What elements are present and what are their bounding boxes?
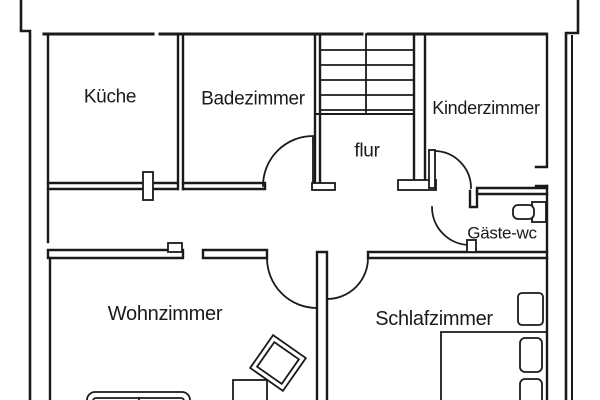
bed [440,331,547,400]
room-label-schlafzimmer: Schlafzimmer [375,308,493,330]
room-label-badezimmer: Badezimmer [201,88,305,110]
room-label-kueche: Küche [83,86,137,108]
stool [232,379,268,400]
coffee-table-inner [255,340,301,386]
gaeste-wc-door-stop [466,239,477,253]
badezimmer-door-arc [262,135,314,187]
toilet-bowl [512,204,535,220]
toilet-icon [512,201,547,223]
room-label-gaeste-wc: Gäste-wc [467,223,537,243]
wohnzimmer-door-arc [266,257,318,309]
outer-walls [19,0,580,400]
room-label-kinderzimmer: Kinderzimmer [432,98,540,118]
heater-stub [167,242,183,253]
bed-pillow-bottom [519,378,543,400]
room-label-wohnzimmer: Wohnzimmer [107,303,223,325]
wohnzimmer-furniture [86,333,308,400]
gaeste-wc-door-arc [431,206,471,246]
chimney-stub [142,171,154,201]
doors [262,135,472,309]
wall-stubs [142,149,477,253]
kinderzimmer-bottom-wall [475,184,549,196]
mid-wall-west [46,248,185,260]
gaeste-wc-left-stub [468,189,479,209]
wardrobe [517,292,544,326]
schlafzimmer-furniture [440,292,547,400]
bed-pillow-top [519,337,543,373]
badezimmer-bottom-wall [181,181,267,191]
room-label-flur: flur [354,140,380,162]
kinderzimmer-door-leaf [428,149,436,189]
kinderzimmer-door-arc [433,150,472,189]
flur-wall-foot-right [397,179,437,191]
schlafzimmer-door-arc [326,257,369,300]
outer-wall-left [19,0,32,400]
staircase [314,33,415,115]
outer-wall-right [564,0,580,400]
partition-walls [46,32,549,400]
kueche-bottom-wall [46,181,179,191]
flur-wall-foot-left [311,182,336,191]
schlafzimmer-top-wall [366,250,549,260]
coffee-table [248,333,308,393]
kinderzimmer-right-wall [534,32,549,169]
mid-wall-center [201,248,269,260]
stair-treads [319,49,415,111]
wohn-schlaf-divider-wall [315,250,329,400]
